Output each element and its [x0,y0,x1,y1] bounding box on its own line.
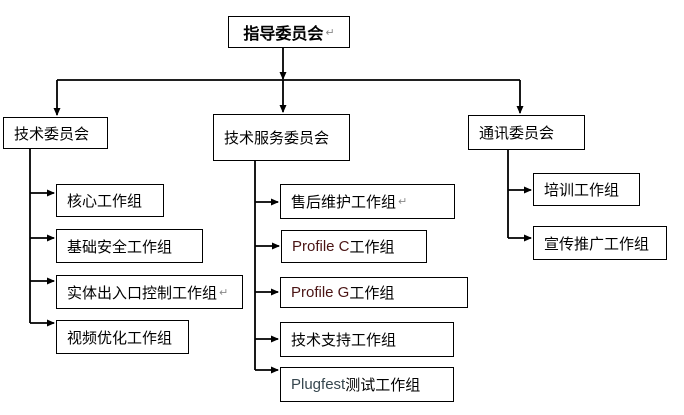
node-label: 售后维护工作组 [291,194,397,211]
node-steering-committee: 指导委员会↵ [228,16,350,48]
node-label: 核心工作组 [67,193,143,210]
node-plugfest-test-workgroup: Plugfest 测试工作组 [280,367,454,402]
return-mark: ↵ [398,196,408,208]
node-technical-support-workgroup: 技术支持工作组 [280,322,454,357]
node-label: 工作组 [349,285,395,302]
node-label-latin: Profile C [292,238,350,255]
node-profile-g-workgroup: Profile G 工作组 [280,277,468,308]
node-label: 指导委员会 [243,26,324,43]
node-entity-access-control-workgroup: 实体出入口控制工作组↵ [56,275,243,309]
node-label: 基础安全工作组 [67,238,173,256]
return-mark: ↵ [219,286,229,299]
node-label: 测试工作组 [345,377,421,394]
node-label: 宣传推广工作组 [544,235,650,253]
node-label: 技术支持工作组 [291,332,397,349]
node-technical-service-committee: 技术服务委员会 [213,114,350,161]
node-label: 培训工作组 [544,182,620,199]
node-training-workgroup: 培训工作组 [533,173,640,206]
node-basic-security-workgroup: 基础安全工作组 [56,229,203,263]
node-label: 通讯委员会 [479,125,555,142]
node-communication-committee: 通讯委员会 [468,115,585,150]
node-label-latin: Profile G [291,284,350,301]
return-mark: ↵ [325,26,335,39]
node-label-latin: Plugfest [291,376,346,393]
node-aftersales-maintenance-workgroup: 售后维护工作组↵ [280,184,455,219]
node-technical-committee: 技术委员会 [3,117,108,149]
node-label: 技术服务委员会 [224,130,330,147]
node-core-workgroup: 核心工作组 [56,184,164,217]
node-profile-c-workgroup: Profile C 工作组 [281,230,427,263]
node-label: 技术委员会 [14,125,90,143]
node-label: 实体出入口控制工作组 [67,284,218,302]
node-promotion-workgroup: 宣传推广工作组 [533,226,667,260]
node-label: 工作组 [349,239,395,256]
node-label: 视频优化工作组 [67,329,173,347]
node-video-optimization-workgroup: 视频优化工作组 [56,320,189,354]
